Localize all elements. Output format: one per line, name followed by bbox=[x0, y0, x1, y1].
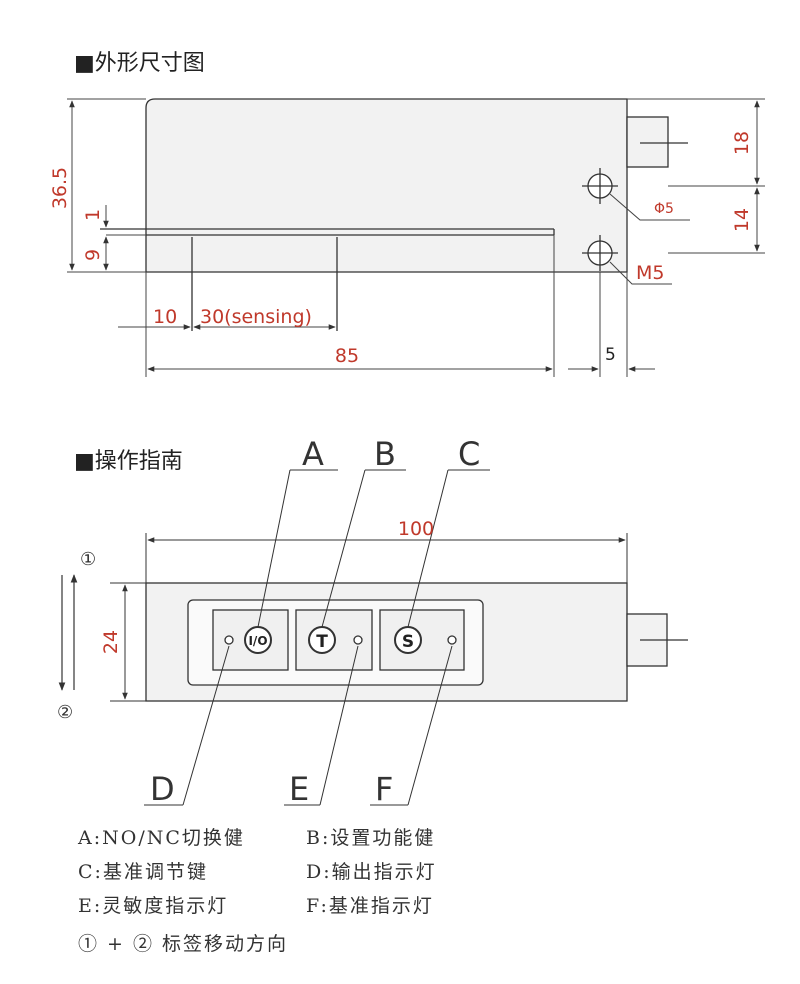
legend-B: B:设置功能健 bbox=[306, 827, 436, 849]
dimension-labels: 36.5 1 9 10 30(sensing) 85 18 14 Φ5 M5 5 bbox=[49, 131, 753, 367]
dim-85: 85 bbox=[335, 345, 359, 367]
dim-phi5: Φ5 bbox=[654, 201, 674, 217]
legend-E: E:灵敏度指示灯 bbox=[78, 895, 229, 917]
front-view bbox=[110, 469, 688, 806]
legend-C: C:基准调节键 bbox=[78, 861, 208, 883]
dimension-lines bbox=[67, 98, 765, 377]
dim-24: 24 bbox=[100, 630, 122, 654]
guide-title: ■操作指南 bbox=[74, 449, 183, 474]
legend-row-1: A:NO/NC切换健 B:设置功能健 bbox=[78, 823, 435, 850]
callout-A: A bbox=[302, 435, 324, 473]
legend-row-2: C:基准调节键 D:输出指示灯 bbox=[78, 857, 437, 884]
callout-C: C bbox=[458, 435, 480, 473]
callout-letters: A B C D E F bbox=[150, 435, 480, 808]
legend-note: ① + ② 标签移动方向 bbox=[78, 933, 289, 955]
dim-100: 100 bbox=[398, 518, 434, 540]
led-F-reference bbox=[447, 635, 457, 645]
button-glyphs: I/O T S bbox=[248, 632, 414, 652]
dim-1: 1 bbox=[82, 209, 104, 221]
dim-9: 9 bbox=[82, 249, 104, 261]
callout-F: F bbox=[375, 770, 393, 808]
dim-sensing: 30(sensing) bbox=[200, 306, 312, 328]
dim-18: 18 bbox=[731, 131, 753, 155]
legend-A: A:NO/NC切换健 bbox=[78, 827, 245, 849]
sensor-body-side bbox=[145, 98, 628, 273]
dim-10: 10 bbox=[153, 306, 177, 328]
key-B-glyph: T bbox=[316, 632, 328, 652]
legend-D: D:输出指示灯 bbox=[306, 861, 437, 883]
dim-5: 5 bbox=[605, 345, 616, 365]
direction-1: ① bbox=[80, 549, 96, 570]
label-direction bbox=[58, 574, 78, 691]
side-view bbox=[100, 98, 688, 331]
key-C-glyph: S bbox=[402, 632, 414, 652]
connector-side bbox=[626, 116, 669, 168]
dim-m5: M5 bbox=[636, 262, 664, 284]
callout-E: E bbox=[289, 770, 309, 808]
led-E-sensitivity bbox=[353, 635, 363, 645]
key-A-glyph: I/O bbox=[248, 634, 267, 648]
dim-36-5: 36.5 bbox=[49, 167, 71, 209]
callout-B: B bbox=[374, 435, 396, 473]
dim-14: 14 bbox=[731, 208, 753, 232]
led-D-output bbox=[224, 635, 234, 645]
legend-F: F:基准指示灯 bbox=[306, 895, 434, 917]
direction-2: ② bbox=[57, 702, 73, 723]
dimensions-title: ■外形尺寸图 bbox=[74, 51, 205, 76]
legend-row-3: E:灵敏度指示灯 F:基准指示灯 bbox=[78, 891, 434, 918]
callout-D: D bbox=[150, 770, 175, 808]
